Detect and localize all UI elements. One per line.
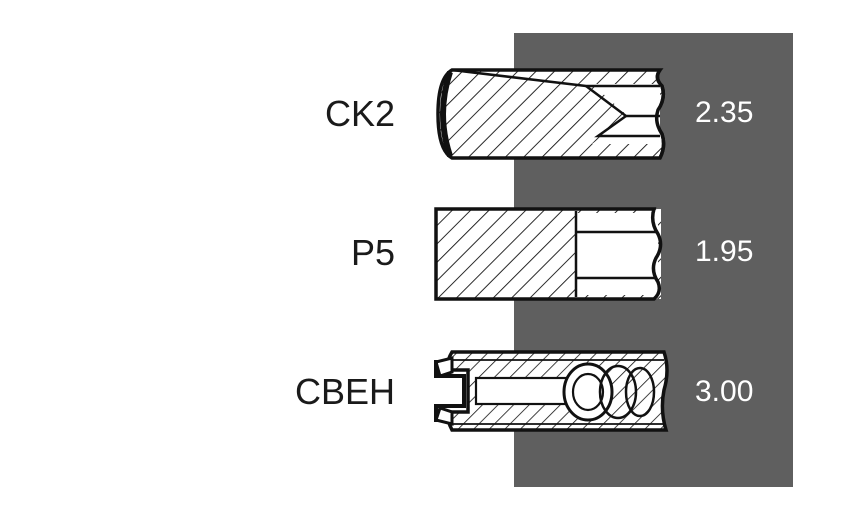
ring-value-p5: 1.95 [695,235,754,268]
ring-label-p5: P5 [350,232,395,273]
ring-ck2-profile [436,68,666,160]
ring-label-ck2: CK2 [324,93,395,134]
ring-value-cbeh: 3.00 [695,375,754,408]
ring-value-ck2: 2.35 [695,96,754,129]
ring-p5-profile [434,207,663,301]
ring-cbeh-profile [434,350,669,432]
ring-label-cbeh: CBEH [294,371,395,412]
